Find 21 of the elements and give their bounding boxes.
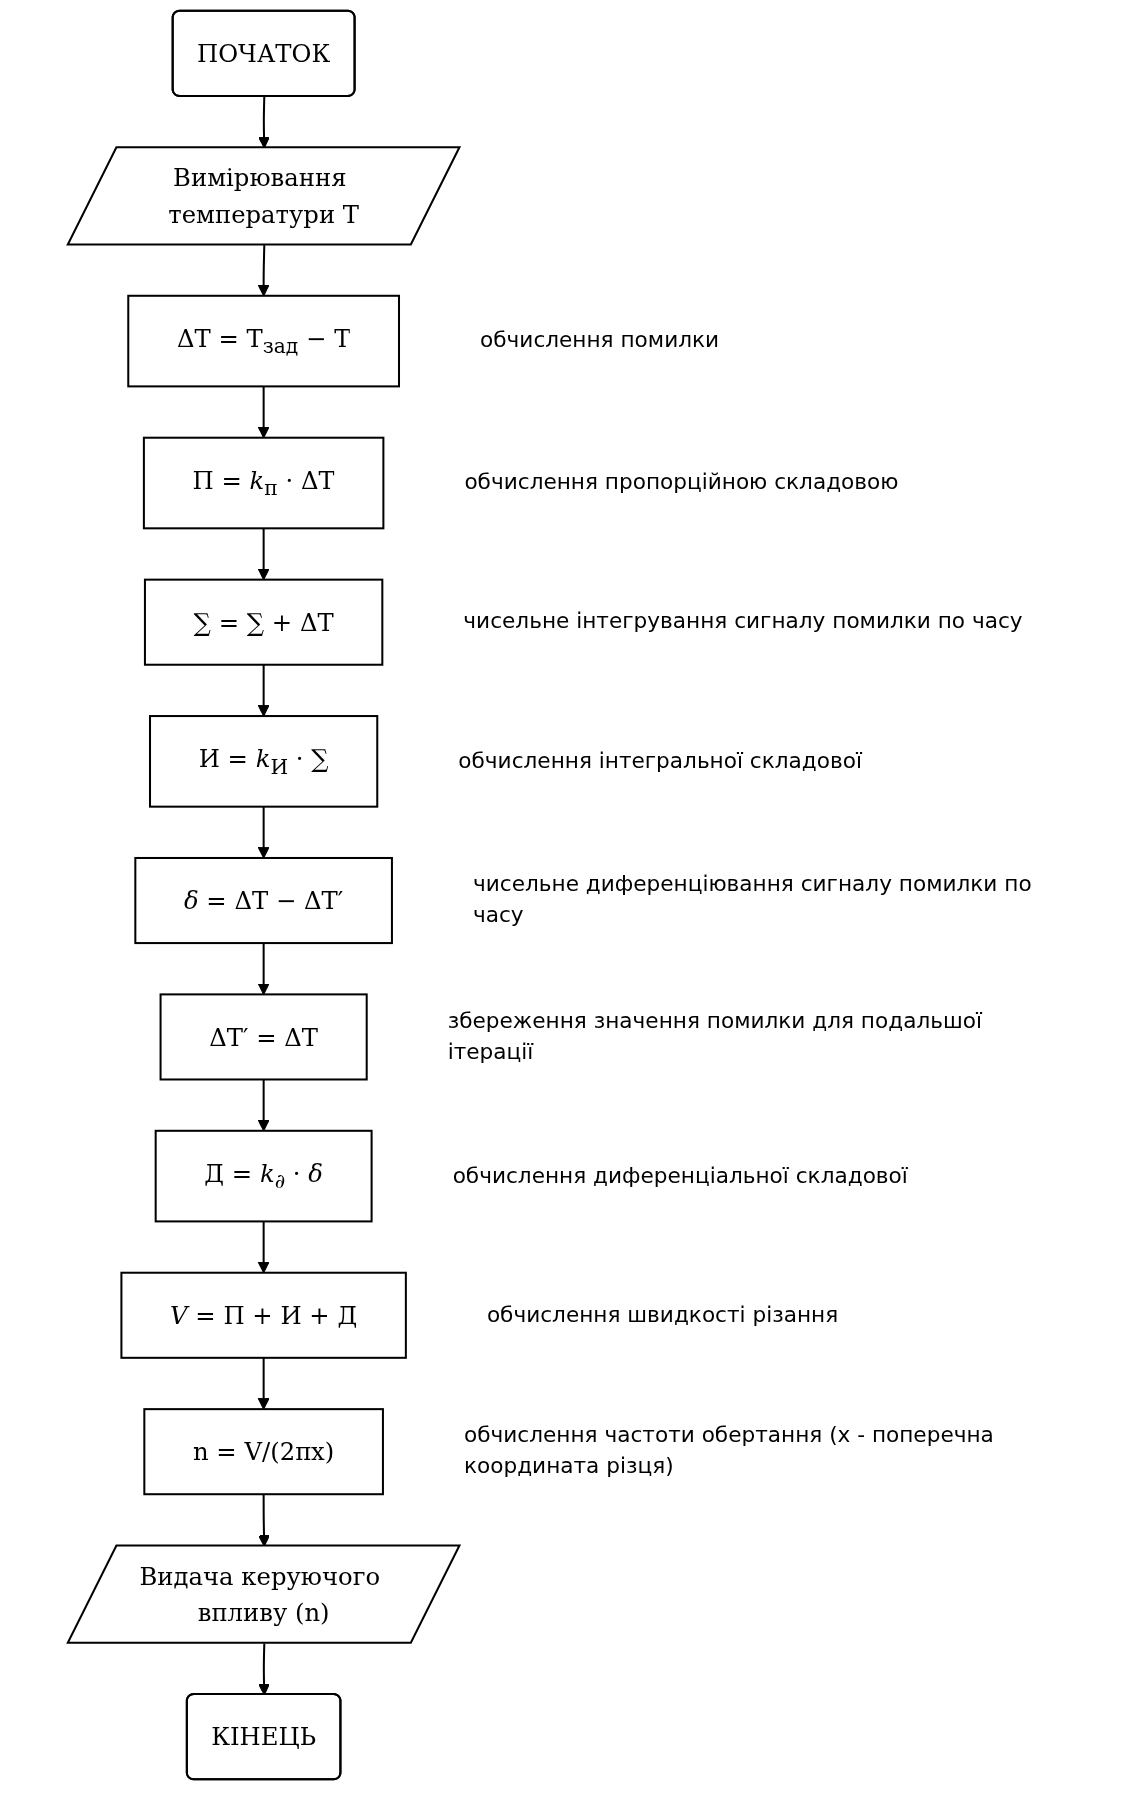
node-box: V = П + И + Д [120, 1271, 408, 1359]
node-box: Д = k$_{∂}$ · δ [154, 1129, 373, 1223]
node-box: ΔT′ = ΔT [159, 993, 368, 1081]
annotation-text: обчислення інтегральної складової [458, 746, 864, 776]
arrow [257, 943, 270, 995]
annotation-text: обчислення пропорційною складовою [464, 468, 900, 497]
node-box: n = V/(2πx) [143, 1408, 385, 1496]
annotation-text: чисельне диференціювання сигналу помилки по часу [473, 870, 1033, 930]
node-box: И = k$_{И}$ · ∑ [149, 715, 379, 808]
annotation-text: обчислення швидкості різання [487, 1300, 840, 1330]
node-box: П = k$_{п}$ · ΔT [143, 436, 385, 530]
node-box: ΔT = T$_{зад}$ − T [127, 294, 401, 388]
node-box: ∑ = ∑ + ΔT [144, 578, 384, 666]
annotation-text: чисельне інтегрування сигналу помилки по часу [463, 607, 1024, 637]
annotation-text: обчислення помилки [480, 326, 721, 355]
annotation-text: обчислення частоти обертання (х - поперечна координата різця) [464, 1421, 995, 1481]
arrow [257, 1357, 270, 1410]
annotation-text: збереження значення помилки для подальшої ітерації [447, 1007, 984, 1066]
node-box: δ = ΔT − ΔT′ [134, 856, 394, 945]
annotation-text: обчислення диференціальної складової [452, 1161, 909, 1190]
arrow [257, 664, 270, 717]
